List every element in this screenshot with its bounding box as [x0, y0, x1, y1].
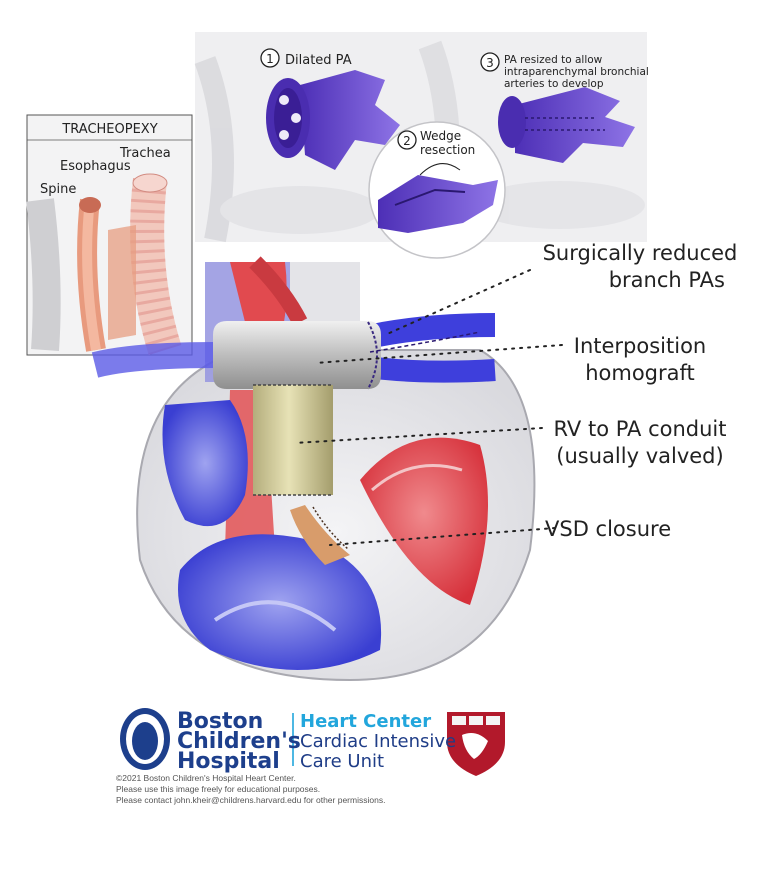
resized-pa-drawing: [498, 87, 635, 163]
step-2-label-line1: Wedge: [420, 129, 461, 143]
spine-label: Spine: [40, 182, 76, 197]
copyright-line1: ©2021 Boston Children's Hospital Heart C…: [116, 773, 296, 783]
leader-conduit: [294, 427, 543, 444]
step-3-label-line1: PA resized to allow: [504, 54, 603, 66]
trachea-label: Trachea: [119, 146, 171, 161]
step-1-label: Dilated PA: [285, 53, 352, 68]
step-2-number: 2: [403, 134, 411, 148]
hospital-name-line2: Children's: [177, 729, 301, 754]
step-2-label-line2: resection: [420, 143, 475, 157]
callout-branch-pas-line1: Surgically reduced: [542, 241, 738, 265]
esophagus-label: Esophagus: [60, 159, 131, 174]
leader-lines: [294, 269, 563, 546]
department-line2: Cardiac Intensive: [300, 731, 457, 752]
callout-homograft-line1: Interposition: [573, 334, 707, 358]
wedge-resection-inset: [368, 121, 506, 259]
callout-branch-pas: Surgically reduced branch PAs: [520, 240, 760, 294]
callout-conduit: RV to PA conduit (usually valved): [535, 416, 745, 470]
callout-conduit-line2: (usually valved): [556, 444, 724, 468]
department-line1: Heart Center: [300, 711, 432, 732]
hospital-name-line3: Hospital: [177, 749, 280, 774]
harvard-shield-icon: [447, 712, 505, 776]
copyright-line2: Please use this image freely for educati…: [116, 784, 321, 794]
tracheopexy-title: TRACHEOPEXY: [61, 122, 157, 137]
leader-branch-pas: [384, 269, 531, 336]
copyright-line3: Please contact john.kheir@childrens.harv…: [116, 795, 386, 805]
step-1-number: 1: [266, 52, 274, 66]
callout-conduit-line1: RV to PA conduit: [553, 417, 727, 441]
leader-homograft: [314, 344, 563, 364]
callout-vsd-line1: VSD closure: [545, 517, 672, 541]
callout-homograft: Interposition homograft: [555, 333, 725, 387]
step-3-label-line3: arteries to develop: [504, 78, 604, 90]
leader-vsd: [329, 527, 556, 546]
heart-main: [91, 256, 536, 682]
department-line3: Care Unit: [300, 751, 385, 772]
step-3-label-line2: intraparenchymal bronchial: [504, 66, 649, 78]
dilated-pa-drawing: [266, 70, 400, 170]
step-3-number: 3: [486, 56, 494, 70]
hospital-name-line1: Boston: [177, 709, 264, 734]
boston-childrens-logo-emblem: [120, 708, 170, 770]
callout-branch-pas-line2: branch PAs: [608, 268, 725, 292]
step-labels: 1 Dilated PA 2 Wedge resection 3 PA resi…: [40, 48, 649, 197]
callout-homograft-line2: homograft: [585, 361, 695, 385]
callout-vsd: VSD closure: [545, 516, 715, 543]
tracheopexy-inset: [26, 114, 193, 356]
